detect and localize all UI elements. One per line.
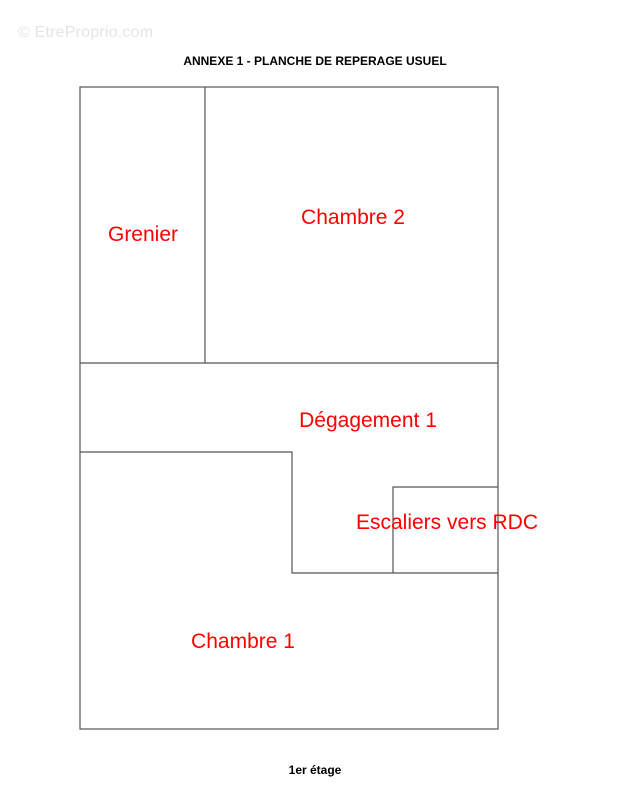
wall-chambre1 (80, 451, 498, 574)
room-label-grenier: Grenier (108, 223, 178, 246)
room-label-degagement-1: Dégagement 1 (299, 409, 437, 432)
wall-stairs (392, 486, 498, 573)
room-label-chambre-2: Chambre 2 (301, 206, 405, 229)
floor-caption: 1er étage (288, 763, 342, 777)
room-label-escaliers: Escaliers vers RDC (356, 511, 538, 534)
watermark-text: © EtreProprio.com (18, 24, 154, 41)
outer-wall (79, 86, 499, 730)
room-label-chambre-1: Chambre 1 (191, 630, 295, 653)
page-title: ANNEXE 1 - PLANCHE DE REPERAGE USUEL (183, 54, 447, 68)
